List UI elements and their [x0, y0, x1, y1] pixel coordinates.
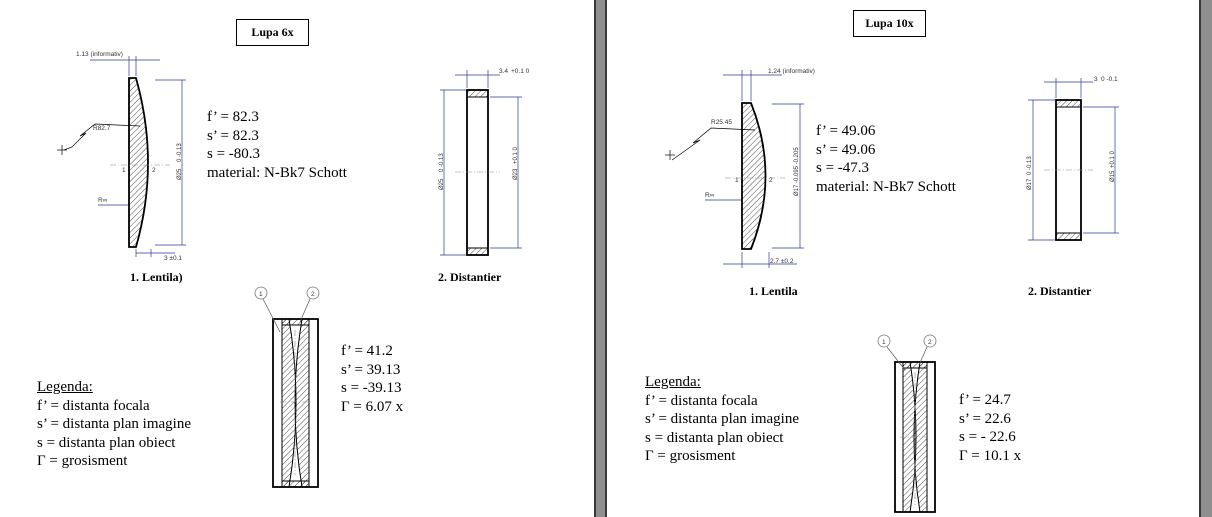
lens-diameter-label: Ø17	[794, 184, 800, 196]
lens-face-1-label: 1	[735, 177, 739, 184]
page-edge	[1199, 0, 1201, 517]
lens-diameter-tol-label: 0 -0.13	[177, 143, 183, 162]
assembly-object-distance: s = - 22.6	[959, 429, 1016, 445]
callout-2-label: 2	[311, 291, 315, 298]
spacer-outer-label: Ø25	[439, 178, 445, 190]
assembly-focal: f’ = 41.2	[341, 343, 393, 359]
lens-face-2-label: 2	[152, 167, 156, 174]
callout-1-label: 1	[882, 339, 886, 346]
legend: Legenda: f’ = distanta focala s’ = dista…	[37, 378, 191, 471]
spacer-section-10x	[1044, 99, 1093, 241]
legend-heading: Legenda:	[37, 379, 93, 395]
assembly-section-6x	[272, 318, 319, 488]
spacer-section-6x	[455, 89, 500, 256]
spacer-inner-label: Ø15	[1110, 170, 1116, 182]
assembly-specs: f’ = 24.7 s’ = 22.6 s = - 22.6 Γ = 10.1 …	[959, 391, 1021, 465]
legend-item: s’ = distanta plan imagine	[645, 411, 799, 427]
legend-item: s = distanta plan obiect	[645, 429, 784, 446]
assembly-callouts-10x	[877, 334, 937, 371]
legend-item: Γ = grosisment	[37, 453, 128, 469]
assembly-magnification: Γ = 10.1 x	[959, 447, 1022, 464]
assembly-callouts-6x	[254, 286, 320, 333]
lens-radius-label: R82.7	[93, 125, 111, 132]
lens-edge-label: 2.7 ±0.2	[770, 258, 794, 265]
spacer-inner-tol-label: +0.1 0	[1110, 150, 1116, 168]
legend-item: s = distanta plan obiect	[37, 434, 176, 451]
lens-plane-radius-label: R∞	[98, 197, 108, 204]
drawing-title: Lupa 6x	[236, 19, 309, 46]
spacer-width-label: 3	[1094, 76, 1098, 83]
lens-dimensions-10x	[665, 70, 804, 268]
legend-item: s’ = distanta plan imagine	[37, 416, 191, 432]
page-gutter	[1199, 0, 1212, 517]
spec-focal: f’ = 82.3	[207, 109, 259, 125]
legend-item: f’ = distanta focala	[37, 397, 150, 414]
lens-edge-label: 3 ±0.1	[164, 255, 182, 262]
spacer-dimensions-6x	[440, 70, 522, 256]
lens-face-2-label: 2	[769, 177, 773, 184]
lens-face-1-label: 1	[122, 167, 126, 174]
legend-item: Γ = grosisment	[645, 448, 736, 464]
drawing-sheet-lupa-10x: 1.24 (informativ) R25.45 R∞ 1 2 2.7 ±0.2…	[607, 0, 1199, 517]
lens-thickness-label: 1.24 (informativ)	[768, 68, 815, 75]
legend: Legenda: f’ = distanta focala s’ = dista…	[645, 373, 799, 466]
lens-plane-radius-label: R∞	[705, 192, 715, 199]
spacer-caption: 2. Distantier	[1028, 284, 1092, 298]
spacer-dimensions-10x	[1028, 78, 1119, 241]
drawing-title: Lupa 10x	[853, 10, 926, 37]
assembly-focal: f’ = 24.7	[959, 392, 1011, 408]
spacer-inner-tol-label: +0.1 0	[513, 146, 519, 164]
technical-drawing-6x: 1.13 (informativ) R82.7 R∞ 1 2 3 ±0.1 Ø2…	[57, 51, 530, 488]
assembly-section-10x	[894, 361, 936, 513]
lens-caption: 1. Lentila	[749, 284, 798, 298]
drawing-sheet-lupa-6x: 1.13 (informativ) R82.7 R∞ 1 2 3 ±0.1 Ø2…	[0, 0, 594, 517]
lens-radius-label: R25.45	[711, 119, 732, 126]
spacer-width-label: 3.4	[499, 68, 508, 75]
assembly-image-distance: s’ = 39.13	[341, 361, 401, 378]
spacer-width-tol-label: 0 -0.1	[1101, 76, 1118, 83]
callout-2-label: 2	[928, 339, 932, 346]
page-gutter	[594, 0, 607, 517]
spec-object-distance: s = -47.3	[816, 160, 870, 176]
lens-diameter-tol-label: -0.095 -0.205	[794, 147, 800, 183]
spacer-outer-tol-label: 0 -0.13	[439, 153, 445, 172]
spacer-outer-tol-label: 0 -0.13	[1027, 156, 1033, 175]
lens-diameter-label: Ø25	[177, 168, 183, 180]
assembly-image-distance: s’ = 22.6	[959, 410, 1011, 427]
lens-thickness-label: 1.13 (informativ)	[76, 51, 123, 58]
spec-focal: f’ = 49.06	[816, 123, 876, 139]
spec-object-distance: s = -80.3	[207, 146, 261, 162]
legend-item: f’ = distanta focala	[645, 392, 758, 409]
assembly-specs: f’ = 41.2 s’ = 39.13 s = -39.13 Γ = 6.07…	[341, 342, 403, 416]
spacer-outer-label: Ø17	[1027, 178, 1033, 190]
lens-caption: 1. Lentila)	[130, 270, 183, 284]
spec-material: material: N-Bk7 Schott	[816, 178, 956, 195]
lens-specs: f’ = 82.3 s’ = 82.3 s = -80.3 material: …	[207, 108, 347, 182]
page-edge	[605, 0, 607, 517]
assembly-magnification: Γ = 6.07 x	[341, 398, 404, 415]
lens-specs: f’ = 49.06 s’ = 49.06 s = -47.3 material…	[816, 122, 956, 196]
spacer-caption: 2. Distantier	[438, 270, 502, 284]
assembly-object-distance: s = -39.13	[341, 380, 402, 396]
spec-image-distance: s’ = 82.3	[207, 127, 259, 144]
technical-drawing-10x: 1.24 (informativ) R25.45 R∞ 1 2 2.7 ±0.2…	[665, 68, 1119, 513]
spacer-inner-label: Ø23	[513, 168, 519, 180]
spacer-width-tol-label: +0.1 0	[511, 68, 530, 75]
page-edge	[594, 0, 596, 517]
lens-section-10x	[725, 102, 785, 250]
lens-section-6x	[110, 77, 170, 248]
lens-dimensions-6x	[57, 56, 186, 257]
legend-heading: Legenda:	[645, 374, 701, 390]
spec-image-distance: s’ = 49.06	[816, 141, 876, 158]
callout-1-label: 1	[259, 291, 263, 298]
spec-material: material: N-Bk7 Schott	[207, 164, 347, 181]
